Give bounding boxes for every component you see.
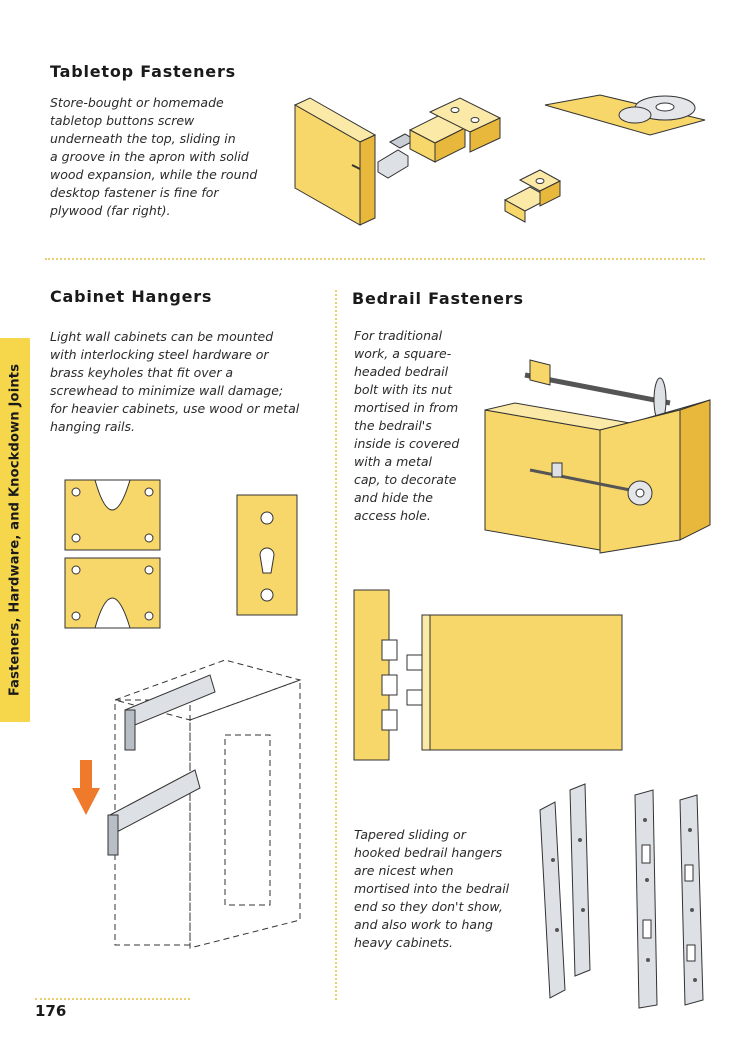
bedrail-hangers-illustration — [539, 783, 704, 1009]
bedrail-hanger-joint-illustration — [353, 589, 623, 761]
bedrail-bolt-illustration — [484, 359, 711, 554]
cabinet-hangers-illustration — [64, 479, 302, 949]
bedrail-caption: For traditional work, a square- headed b… — [354, 328, 460, 523]
cabinet-caption: Light wall cabinets can be mounted with … — [50, 329, 300, 434]
side-tab: Fasteners, Hardware, and Knockdown Joint… — [0, 338, 30, 722]
footer-rule — [35, 998, 190, 1000]
tabletop-caption: Store-bought or homemade tabletop button… — [50, 95, 258, 218]
side-tab-label: Fasteners, Hardware, and Knockdown Joint… — [7, 363, 23, 697]
column-divider — [335, 290, 337, 1000]
tabletop-title: Tabletop Fasteners — [50, 62, 236, 81]
section-divider — [45, 258, 705, 260]
tabletop-fasteners-illustration — [293, 94, 706, 226]
cabinet-title: Cabinet Hangers — [50, 287, 213, 306]
bedrail-hangers-caption: Tapered sliding or hooked bedrail hanger… — [354, 827, 510, 950]
page-number: 176 — [35, 1002, 67, 1020]
bedrail-title: Bedrail Fasteners — [352, 289, 524, 308]
